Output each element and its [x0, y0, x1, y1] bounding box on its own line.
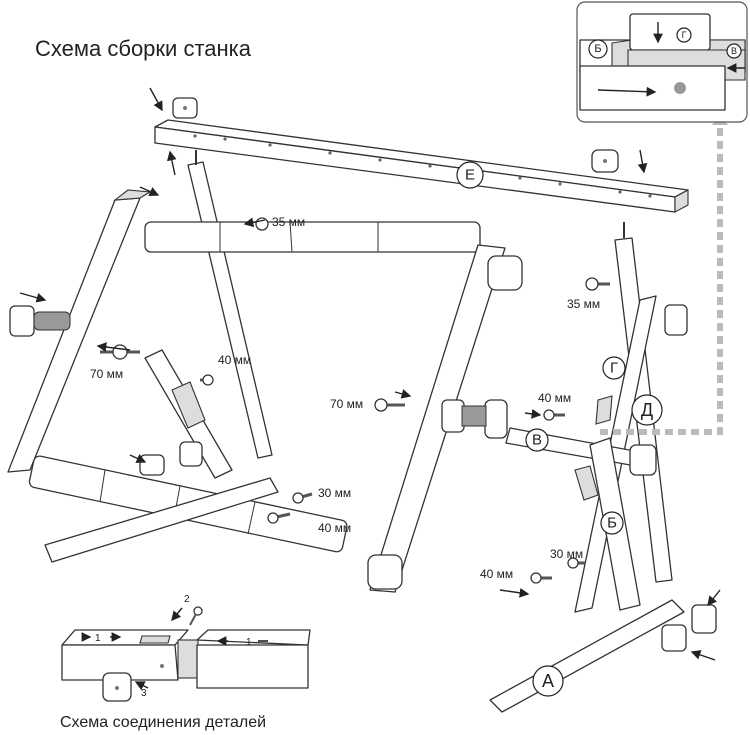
bolt-40-right-top [543, 409, 565, 421]
arrow [637, 149, 648, 174]
bolt-35-top [255, 217, 269, 231]
inset-pointer-arrow [600, 125, 723, 435]
svg-text:В: В [731, 46, 737, 56]
cap-nut-top-left [172, 97, 198, 119]
dimension-label: 35 мм [567, 297, 600, 311]
svg-text:1: 1 [95, 633, 101, 644]
cap-nut [179, 441, 203, 467]
svg-text:1: 1 [246, 637, 252, 648]
top-rail-e [154, 119, 689, 213]
inset-detail: Б Г В [576, 1, 748, 123]
svg-text:Д: Д [641, 400, 653, 420]
dimension-label: 70 мм [330, 397, 363, 411]
dimension-label: 40 мм [318, 521, 351, 535]
cap-nut [487, 255, 523, 291]
diagram-title: Схема сборки станка [35, 36, 252, 61]
dimension-label: 70 мм [90, 367, 123, 381]
svg-text:В: В [532, 432, 542, 449]
left-tension-knob [9, 305, 71, 337]
svg-text:А: А [542, 671, 554, 691]
cap-nut [661, 624, 687, 652]
left-base-leg [44, 477, 279, 563]
label-a: А [532, 665, 564, 697]
arrow [19, 292, 47, 303]
dimension-label: 40 мм [480, 567, 513, 581]
bolt-40-center [267, 512, 291, 524]
label-g: Г [602, 356, 626, 380]
bolt-40-right-bottom [530, 572, 552, 584]
cap-nut [664, 304, 688, 336]
svg-text:Б: Б [594, 43, 601, 55]
bolt-70-center [374, 398, 405, 412]
upper-roller [144, 221, 481, 253]
cap-nut [367, 554, 403, 590]
bolt-30-center [292, 492, 313, 504]
svg-text:Г: Г [610, 360, 618, 377]
label-v: В [525, 428, 549, 452]
cap-nut [691, 604, 717, 634]
arrow [149, 87, 163, 112]
svg-text:Б: Б [607, 515, 617, 532]
right-front-upright [369, 244, 506, 593]
label-d: Д [631, 394, 663, 426]
cap-nut-top-right [591, 149, 619, 173]
dimension-label: 30 мм [318, 486, 351, 500]
label-b: Б [600, 511, 624, 535]
right-base-leg-a [489, 599, 685, 713]
joint-diagram-caption: Схема соединения деталей [60, 714, 266, 731]
svg-text:3: 3 [141, 688, 147, 699]
right-tension-knob [441, 399, 508, 439]
joint-diagram: 1 1 2 3 [61, 594, 311, 702]
svg-text:Г: Г [682, 30, 687, 40]
dimension-label: 40 мм [538, 391, 571, 405]
arrow [166, 150, 177, 176]
bolt-30-right [567, 557, 585, 569]
cap-nut [629, 444, 657, 476]
dimension-label: 30 мм [550, 547, 583, 561]
svg-text:Е: Е [465, 167, 475, 184]
bolt-35-right [585, 277, 610, 291]
dimension-label: 40 мм [218, 353, 251, 367]
label-e: Е [456, 161, 484, 189]
cap-nut [139, 454, 165, 476]
bolt-40-left [200, 374, 214, 386]
dimension-label: 35 мм [272, 215, 305, 229]
svg-text:2: 2 [184, 594, 190, 605]
